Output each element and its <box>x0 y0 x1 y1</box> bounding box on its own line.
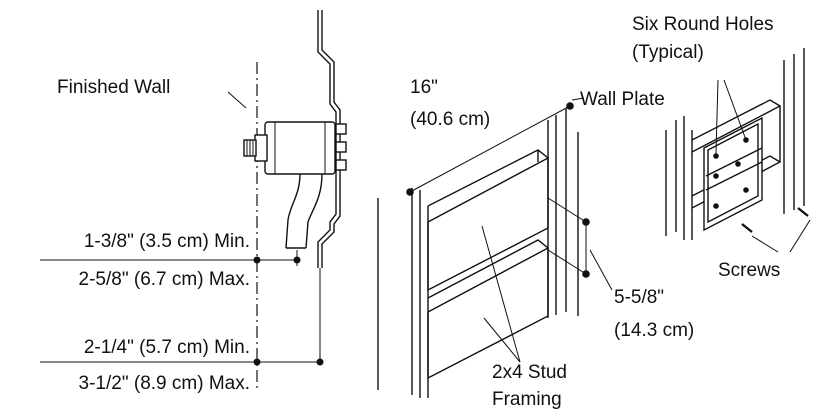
finished-wall-label: Finished Wall <box>57 77 170 98</box>
screw <box>741 223 753 233</box>
dimension-1-min-label: 1-3/8" (3.5 cm) Min. <box>84 231 250 252</box>
dim-point <box>293 256 301 264</box>
stud-framing-label-line1: 2x4 Stud <box>492 362 567 383</box>
mounting-hole <box>713 173 719 179</box>
wall-plate-label: Wall Plate <box>580 89 665 110</box>
conduit-left <box>285 173 301 249</box>
span-cm-label: (40.6 cm) <box>410 109 490 130</box>
screw <box>797 207 809 217</box>
dim-point <box>253 358 261 366</box>
side-section-view: Finished Wall 1-3/8" (3.5 cm) Min. 2-5/8… <box>40 10 347 394</box>
stud-leader <box>481 225 521 363</box>
wall-plate-leader <box>571 97 585 101</box>
depth-cm-label: (14.3 cm) <box>614 320 694 341</box>
lower-blocking-face <box>427 248 549 380</box>
lower-blocking-top <box>427 239 550 313</box>
dimension-1-max-label: 2-5/8" (6.7 cm) Max. <box>79 269 250 290</box>
mounting-hole <box>735 161 741 167</box>
screws-label: Screws <box>718 260 780 281</box>
detail-blocking-upper <box>691 99 782 153</box>
span-inches-label: 16" <box>410 77 438 98</box>
wall-plate-inner <box>707 122 759 224</box>
rear-fastener <box>335 159 347 171</box>
dim-point <box>316 358 324 366</box>
dim-point <box>566 102 574 110</box>
dim-point <box>582 270 590 278</box>
mounting-hole <box>743 187 749 193</box>
holes-leader <box>723 79 747 141</box>
depth-inches-label: 5-5/8" <box>614 287 664 308</box>
dim-point <box>253 256 261 264</box>
depth-extension-line <box>547 197 587 223</box>
dim-point <box>582 218 590 226</box>
screws-leader <box>751 235 779 253</box>
wall-plate-fold <box>705 161 763 191</box>
conduit-right <box>305 173 323 249</box>
mounting-hole <box>713 153 719 159</box>
rear-fastener <box>335 123 347 135</box>
wall-plate-detail: Six Round Holes (Typical) Screws <box>632 14 811 281</box>
finished-wall-leader <box>227 91 247 109</box>
stud-framing-view: 16" (40.6 cm) Wall Plate 5-5/8" (14.3 cm… <box>377 77 694 410</box>
stud-leader <box>483 317 521 363</box>
dimension-2-max-label: 3-1/2" (8.9 cm) Max. <box>79 373 250 394</box>
mounting-hole <box>713 203 719 209</box>
upper-blocking-face <box>427 158 549 292</box>
stud-framing-label-line2: Framing <box>492 389 562 410</box>
span-dimension-line <box>409 105 571 193</box>
lens-boss <box>254 134 268 162</box>
holes-leader <box>715 79 719 155</box>
depth-extension-line <box>547 249 587 275</box>
wall-plate-fold <box>705 147 763 177</box>
dim-point <box>406 188 414 196</box>
dimension-2-min-label: 2-1/4" (5.7 cm) Min. <box>84 337 250 358</box>
holes-label-line2: (Typical) <box>632 42 704 63</box>
rear-fastener <box>335 141 347 153</box>
upper-blocking-top <box>427 149 550 223</box>
depth-leader <box>589 249 613 291</box>
holes-label-line1: Six Round Holes <box>632 14 774 35</box>
screws-leader <box>789 219 811 253</box>
wall-plate <box>703 116 763 232</box>
